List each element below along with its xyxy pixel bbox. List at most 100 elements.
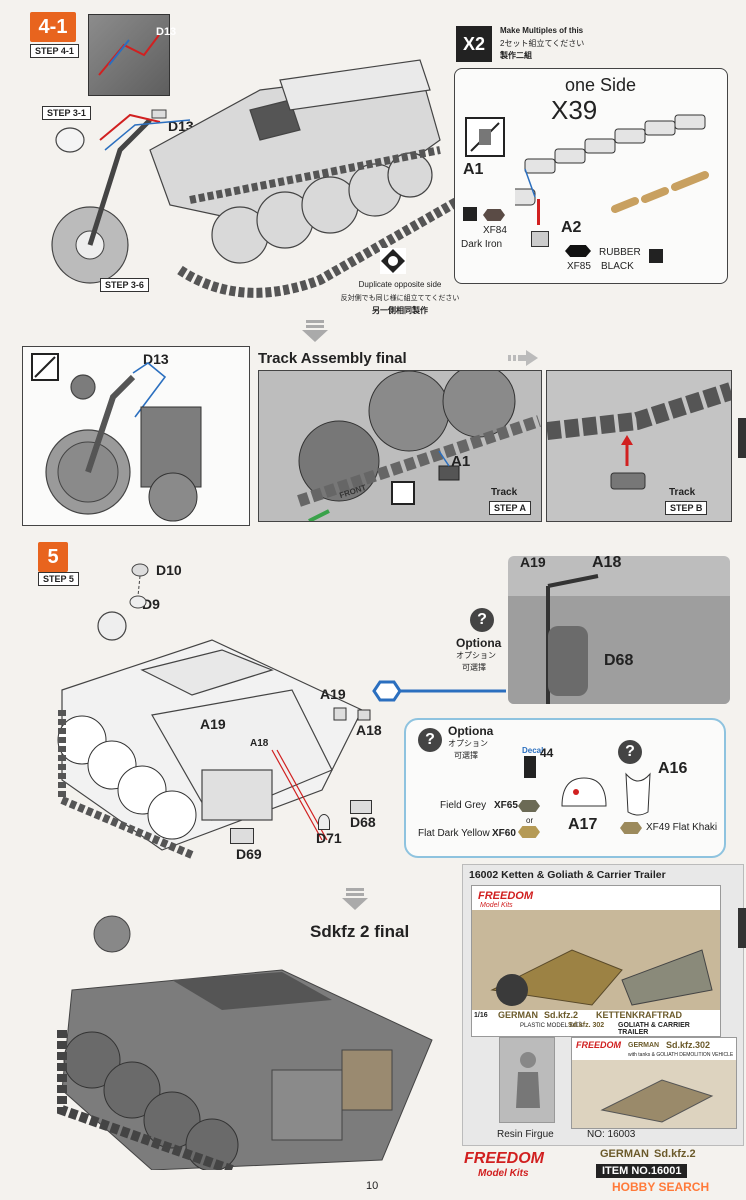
option1-title: Optiona [456,636,502,650]
dark-iron-name: Dark Iron [461,239,503,250]
helmet-option-box: ? Optiona オプション 可選擇 Decal 44 ? A16 Field… [404,718,726,858]
d71-part [318,814,330,830]
no-glue-icon [465,117,505,157]
handlebar-detail-drawing [98,34,160,76]
or-text: or [526,816,534,825]
ad-box-art: FREEDOM Model Kits 1/16 GERMAN Sd.kfz.2 … [471,885,721,1037]
ad-goliath: GOLIATH & CARRIER TRAILER [618,1022,690,1036]
ad-sdkfz302: Sd.kfz. 302 [568,1022,605,1029]
goliath-drawing [572,1060,736,1128]
decal-icon [524,756,536,778]
track-links-drawing [515,114,709,213]
xf65-swatch [518,800,540,812]
edge-tab-2 [738,908,746,948]
track-step-a-box: A1 FRONT Track STEP A [258,364,542,523]
small-ad-model: Sd.kfz.302 [666,1040,711,1050]
ad-title: 16002 Ketten & Goliath & Carrier Trailer [469,869,666,881]
a19-label: A19 [320,686,346,702]
final-vehicle-drawing [57,915,433,1175]
small-ad-desc: with tanks & GOLIATH DEMOLITION VEHICLE [628,1052,734,1058]
track-a1-label: A1 [451,453,471,470]
track-a-text: Track [491,487,518,498]
option1-a19: A19 [520,556,546,570]
right-arrow-icon [508,350,538,366]
rubber-pad-part [531,231,549,247]
d13-detail-label: D13 [143,351,169,367]
vehicle-rear-drawing [57,611,363,859]
helmet-drawing [561,777,607,807]
watermark-text: HOBBY SEARCH [612,1180,710,1194]
option1-a18: A18 [592,556,622,571]
detail-inset-photo [88,14,170,96]
resin-figure-caption: Resin Firgue [497,1129,554,1140]
option2-question-icon: ? [418,728,442,752]
step-b-label: STEP B [665,501,708,515]
small-ad-german: GERMAN [628,1042,660,1049]
paint-icon [463,207,477,221]
down-arrow-icon-2 [340,888,370,910]
xf60-swatch [518,826,540,838]
step-3-1-label: STEP 3-1 [42,106,91,120]
red-arrow [537,199,540,225]
kit-advertisement: 16002 Ketten & Goliath & Carrier Trailer… [462,864,744,1146]
ad-plastic: PLASTIC MODEL KITS [520,1023,583,1029]
a16-label: A16 [658,760,688,777]
footer-model: Sd.kfz.2 [654,1148,696,1160]
xf60-code: XF60 [492,828,516,839]
track-b-text: Track [669,487,696,498]
d9-d10-parts [129,563,149,609]
duplicate-text-en: Duplicate opposite side [358,280,442,289]
xf84-swatch [483,209,505,221]
footer-item-no: ITEM NO.16001 [596,1164,688,1178]
x2-text-cn: 製作二組 [500,51,532,60]
option2-cn: 可選擇 [454,751,478,760]
a18-a19-parts [333,707,371,721]
a16-part [625,772,651,816]
track-step-b-drawing [546,371,734,521]
step-5-badge: 5 [38,542,68,572]
d68-label: D68 [350,814,376,830]
d68-part [350,800,372,814]
x2-text-jp: 2セット組立てください [500,39,585,48]
rubber-text: RUBBER [599,247,641,258]
option1-photo: A19 A18 D68 [508,556,730,704]
flat-dark-yellow-name: Flat Dark Yellow [418,828,490,839]
ad-model: Sd.kfz.2 [544,1010,579,1020]
d71-label: D71 [316,830,342,846]
duplicate-icon [380,248,406,274]
ad-brand-sub: Model Kits [480,902,513,909]
decal-label: Decal [522,746,544,755]
ad-box-art-drawing [472,910,720,1010]
xf84-code: XF84 [483,225,507,236]
d69-label: D69 [236,846,262,862]
footer-brand: FREEDOM [464,1150,544,1167]
resin-figure-drawing [516,1052,540,1108]
duplicate-text-jp: 反対側でも同じ様に組立ててください [340,295,460,302]
a18-label: A18 [356,722,382,738]
xf85-swatch [565,245,591,257]
ad-german: GERMAN [498,1010,538,1020]
duplicate-text-cn: 另一側相同製作 [372,306,428,315]
step-3-6-label: STEP 3-6 [100,278,149,292]
x39-count: X39 [551,95,598,125]
xf65-code: XF65 [494,800,518,811]
goliath-box-art: FREEDOM GERMAN Sd.kfz.302 with tanks & G… [571,1037,737,1129]
option1-jp: オプション [456,651,496,660]
track-link-assembly-box: one Side X39 A1 XF84 Dark Iron A2 RUBBER… [454,68,728,284]
xf49-text: XF49 Flat Khaki [646,822,718,833]
a1-label: A1 [463,161,484,178]
option1-photo-drawing [508,574,730,704]
step-a-label: STEP A [489,501,532,515]
ad-kettenkraftrad: KETTENKRAFTRAD [596,1010,682,1020]
paint-icon-2 [649,249,663,263]
small-ad-brand: FREEDOM [576,1040,621,1050]
track-assembly-title: Track Assembly final [258,350,407,367]
option2-title: Optiona [448,724,494,738]
front-wheel-drawing [45,362,202,522]
d10-label: D10 [156,562,182,578]
a2-label: A2 [561,219,582,236]
a19-vehicle-label: A19 [200,716,226,732]
track-step-a-drawing [259,364,541,523]
option1-cn: 可選擇 [462,663,486,672]
step-5-label: STEP 5 [38,572,79,586]
